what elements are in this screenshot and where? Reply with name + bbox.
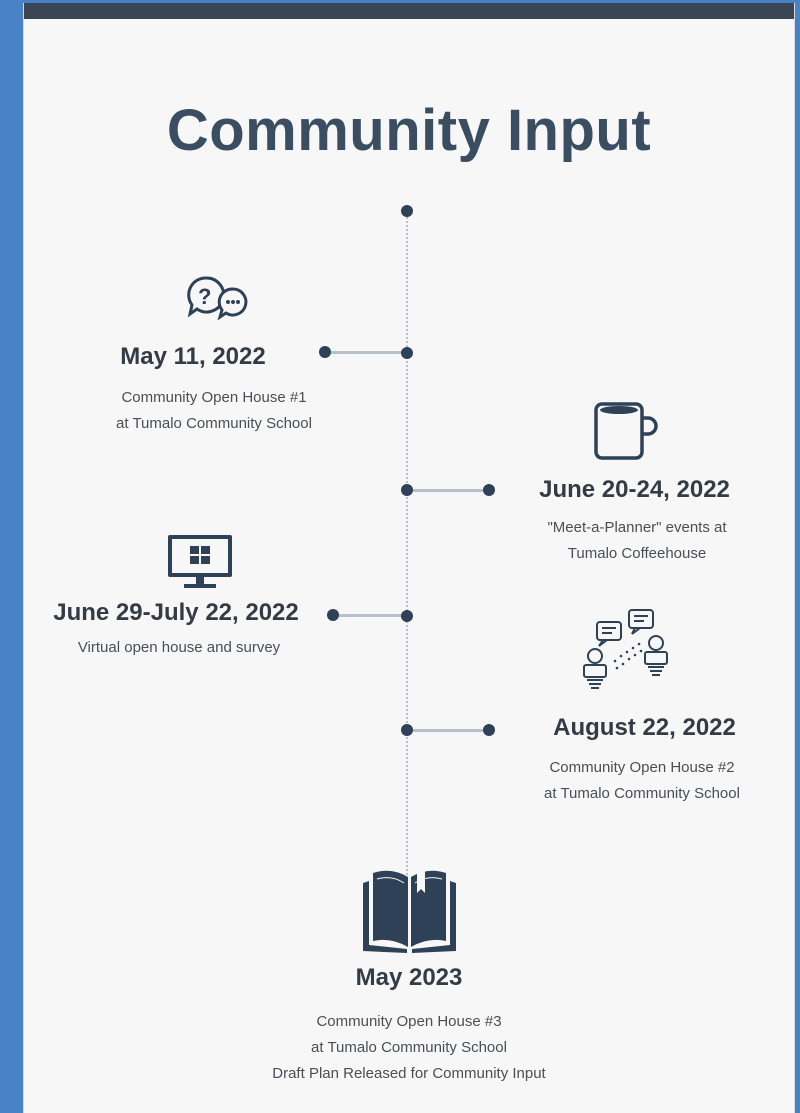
timeline-start-dot [401, 205, 413, 217]
open-book-icon [363, 870, 456, 953]
event-description-4: Community Open House #2 at Tumalo Commun… [512, 755, 772, 807]
timeline-dot-1 [401, 347, 413, 359]
timeline-dot-2 [401, 484, 413, 496]
timeline-connector-1 [325, 351, 405, 354]
people-discussion-icon [583, 609, 668, 689]
event-1-line-1: Community Open House #1 [121, 389, 307, 406]
event-date-3: June 29-July 22, 2022 [53, 599, 299, 626]
event-5-line-1: Community Open House #3 [316, 1013, 502, 1030]
timeline-dot-4 [401, 724, 413, 736]
timeline-branch-dot-2 [483, 484, 495, 496]
event-description-3: Virtual open house and survey [34, 635, 324, 661]
event-date-5: May 2023 [355, 964, 463, 991]
timeline-branch-dot-1 [319, 346, 331, 358]
event-description-1: Community Open House #1 at Tumalo Commun… [64, 385, 364, 437]
svg-text:?: ? [198, 284, 211, 309]
timeline-dot-3 [401, 610, 413, 622]
timeline-connector-3 [333, 614, 405, 617]
timeline-branch-dot-4 [483, 724, 495, 736]
question-chat-icon: ? [187, 276, 248, 321]
computer-monitor-icon [168, 535, 232, 588]
timeline-connector-2 [407, 489, 489, 492]
event-5-line-2: at Tumalo Community School [311, 1039, 507, 1056]
event-4-line-1: Community Open House #2 [549, 759, 735, 776]
event-5-line-3: Draft Plan Released for Community Input [272, 1065, 546, 1082]
timeline-connector-4 [407, 729, 489, 732]
event-date-1: May 11, 2022 [120, 343, 266, 370]
event-4-line-2: at Tumalo Community School [544, 785, 740, 802]
top-bar [24, 3, 794, 19]
timeline-line [406, 209, 408, 879]
coffee-mug-icon [594, 402, 658, 460]
event-2-line-2: Tumalo Coffeehouse [567, 545, 707, 562]
event-3-line-1: Virtual open house and survey [77, 639, 281, 656]
event-description-2: "Meet-a-Planner" events at Tumalo Coffee… [502, 515, 772, 567]
infographic-page: Community Input ? May 11, 2022 Community… [23, 3, 795, 1113]
timeline-branch-dot-3 [327, 609, 339, 621]
event-description-5: Community Open House #3 at Tumalo Commun… [209, 1009, 609, 1087]
event-2-line-1: "Meet-a-Planner" events at [547, 519, 727, 536]
event-1-line-2: at Tumalo Community School [116, 415, 312, 432]
event-date-2: June 20-24, 2022 [539, 476, 730, 503]
page-title: Community Input [166, 98, 652, 163]
event-date-4: August 22, 2022 [553, 714, 736, 741]
